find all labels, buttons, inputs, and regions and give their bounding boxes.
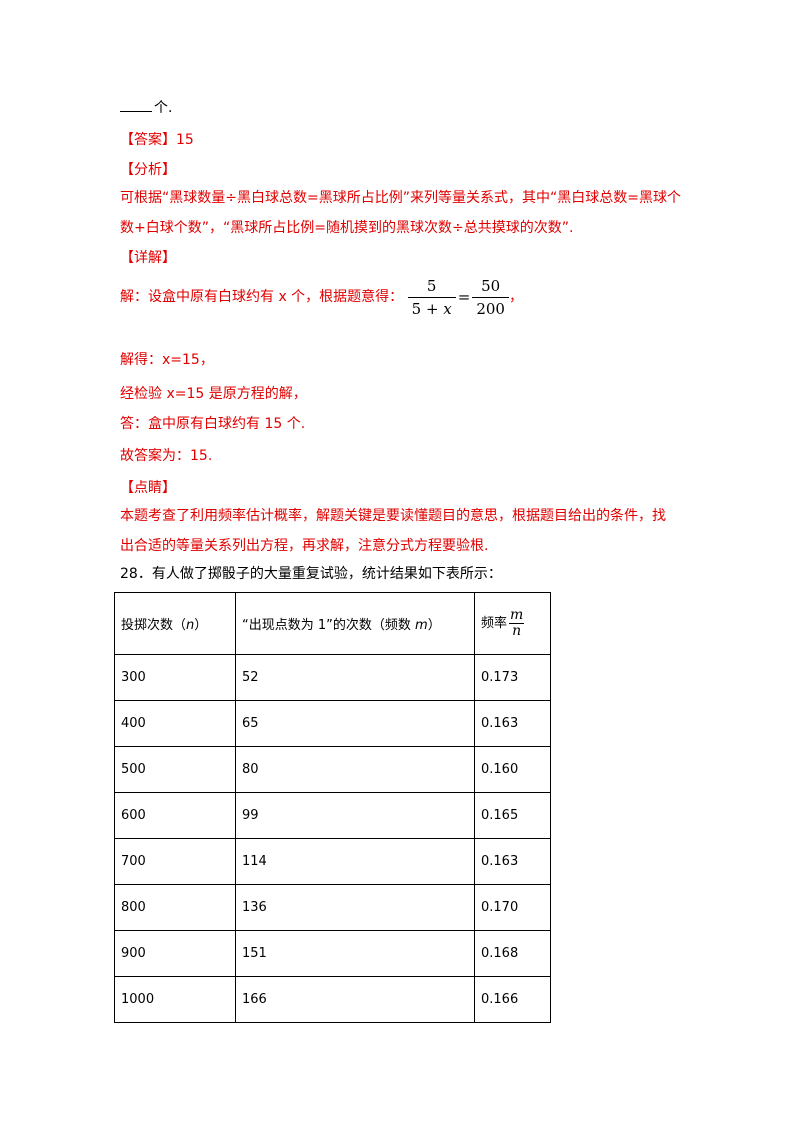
cell-n: 400 xyxy=(114,700,236,747)
header-throws-var: n xyxy=(186,618,195,633)
cell-m: 114 xyxy=(235,838,475,885)
setup-text: 解：设盒中原有白球约有 x 个，根据题意得： xyxy=(120,289,404,305)
cell-f: 0.166 xyxy=(474,976,551,1023)
header-throws: 投掷次数（n） xyxy=(114,592,236,655)
cell-f: 0.173 xyxy=(474,654,551,701)
header-count-text: “出现点数为 1”的次数（频数 xyxy=(242,618,416,633)
header-frequency-text: 频率 xyxy=(481,616,508,631)
analysis-line-1: 可根据“黑球数量÷黑白球总数=黑球所占比例”来列等量关系式，其中“黑白球总数=黑… xyxy=(120,190,681,206)
cell-n: 300 xyxy=(114,654,236,701)
detail-check: 经检验 x=15 是原方程的解， xyxy=(120,386,307,402)
cell-n: 800 xyxy=(114,884,236,931)
eq-right-numerator: 50 xyxy=(481,276,501,295)
eq-left-numerator: 5 xyxy=(426,276,437,295)
eq-left-den-const: 5 + xyxy=(411,299,444,318)
comment-line-2: 出合适的等量关系列出方程，再求解，注意分式方程要验根. xyxy=(120,538,489,554)
eq-right-denominator: 200 xyxy=(472,296,509,318)
cell-m: 151 xyxy=(235,930,475,977)
analysis-line-2: 数+白球个数”，“黑球所占比例=随机摸到的黑球次数÷总共摸球的次数”. xyxy=(120,220,574,236)
cell-f: 0.170 xyxy=(474,884,551,931)
header-count-close: ） xyxy=(427,618,441,633)
eq-left-den-var: x xyxy=(443,299,452,318)
cell-m: 52 xyxy=(235,654,475,701)
cell-n: 1000 xyxy=(114,976,236,1023)
cell-n: 700 xyxy=(114,838,236,885)
header-count: “出现点数为 1”的次数（频数 m） xyxy=(235,592,475,655)
answer-value: 15 xyxy=(176,132,194,148)
comment-line-1: 本题考查了利用频率估计概率，解题关键是要读懂题目的意思，根据题目给出的条件，找 xyxy=(120,508,666,524)
equation-equals: = xyxy=(457,288,471,306)
equation-tail: ， xyxy=(508,289,523,305)
answer-label: 【答案】 xyxy=(120,132,176,148)
cell-m: 80 xyxy=(235,746,475,793)
detail-final: 故答案为：15. xyxy=(120,448,213,464)
detail-solve: 解得：x=15， xyxy=(120,352,214,368)
header-frequency-num: m xyxy=(510,607,524,623)
fragment-suffix: 个. xyxy=(154,100,173,116)
cell-n: 600 xyxy=(114,792,236,839)
header-count-var: m xyxy=(415,618,428,633)
answer-blank xyxy=(120,99,152,112)
eq-left-denominator: 5 + x xyxy=(407,296,456,318)
cell-m: 136 xyxy=(235,884,475,931)
cell-f: 0.163 xyxy=(474,700,551,747)
cell-n: 900 xyxy=(114,930,236,977)
cell-f: 0.163 xyxy=(474,838,551,885)
cell-m: 166 xyxy=(235,976,475,1023)
header-frequency-den: n xyxy=(509,623,525,639)
equation-left-fraction: 5 5 + x xyxy=(407,276,456,318)
question-28: 28．有人做了掷骰子的大量重复试验，统计结果如下表所示： xyxy=(120,566,502,582)
blank-fragment: 个. xyxy=(120,98,172,118)
detail-reply: 答：盒中原有白球约有 15 个. xyxy=(120,416,306,432)
cell-m: 99 xyxy=(235,792,475,839)
cell-f: 0.160 xyxy=(474,746,551,793)
analysis-label: 【分析】 xyxy=(120,162,176,178)
cell-f: 0.168 xyxy=(474,930,551,977)
comment-label: 【点睛】 xyxy=(120,480,176,496)
detail-label: 【详解】 xyxy=(120,250,176,266)
cell-n: 500 xyxy=(114,746,236,793)
equation-right-fraction: 50 200 xyxy=(472,277,509,318)
header-throws-close: ） xyxy=(194,618,208,633)
cell-f: 0.165 xyxy=(474,792,551,839)
answer-line: 【答案】15 xyxy=(120,130,194,150)
cell-m: 65 xyxy=(235,700,475,747)
header-throws-text: 投掷次数（ xyxy=(121,618,187,633)
detail-setup-line: 解：设盒中原有白球约有 x 个，根据题意得： 5 5 + x = 50 200 … xyxy=(120,276,523,318)
